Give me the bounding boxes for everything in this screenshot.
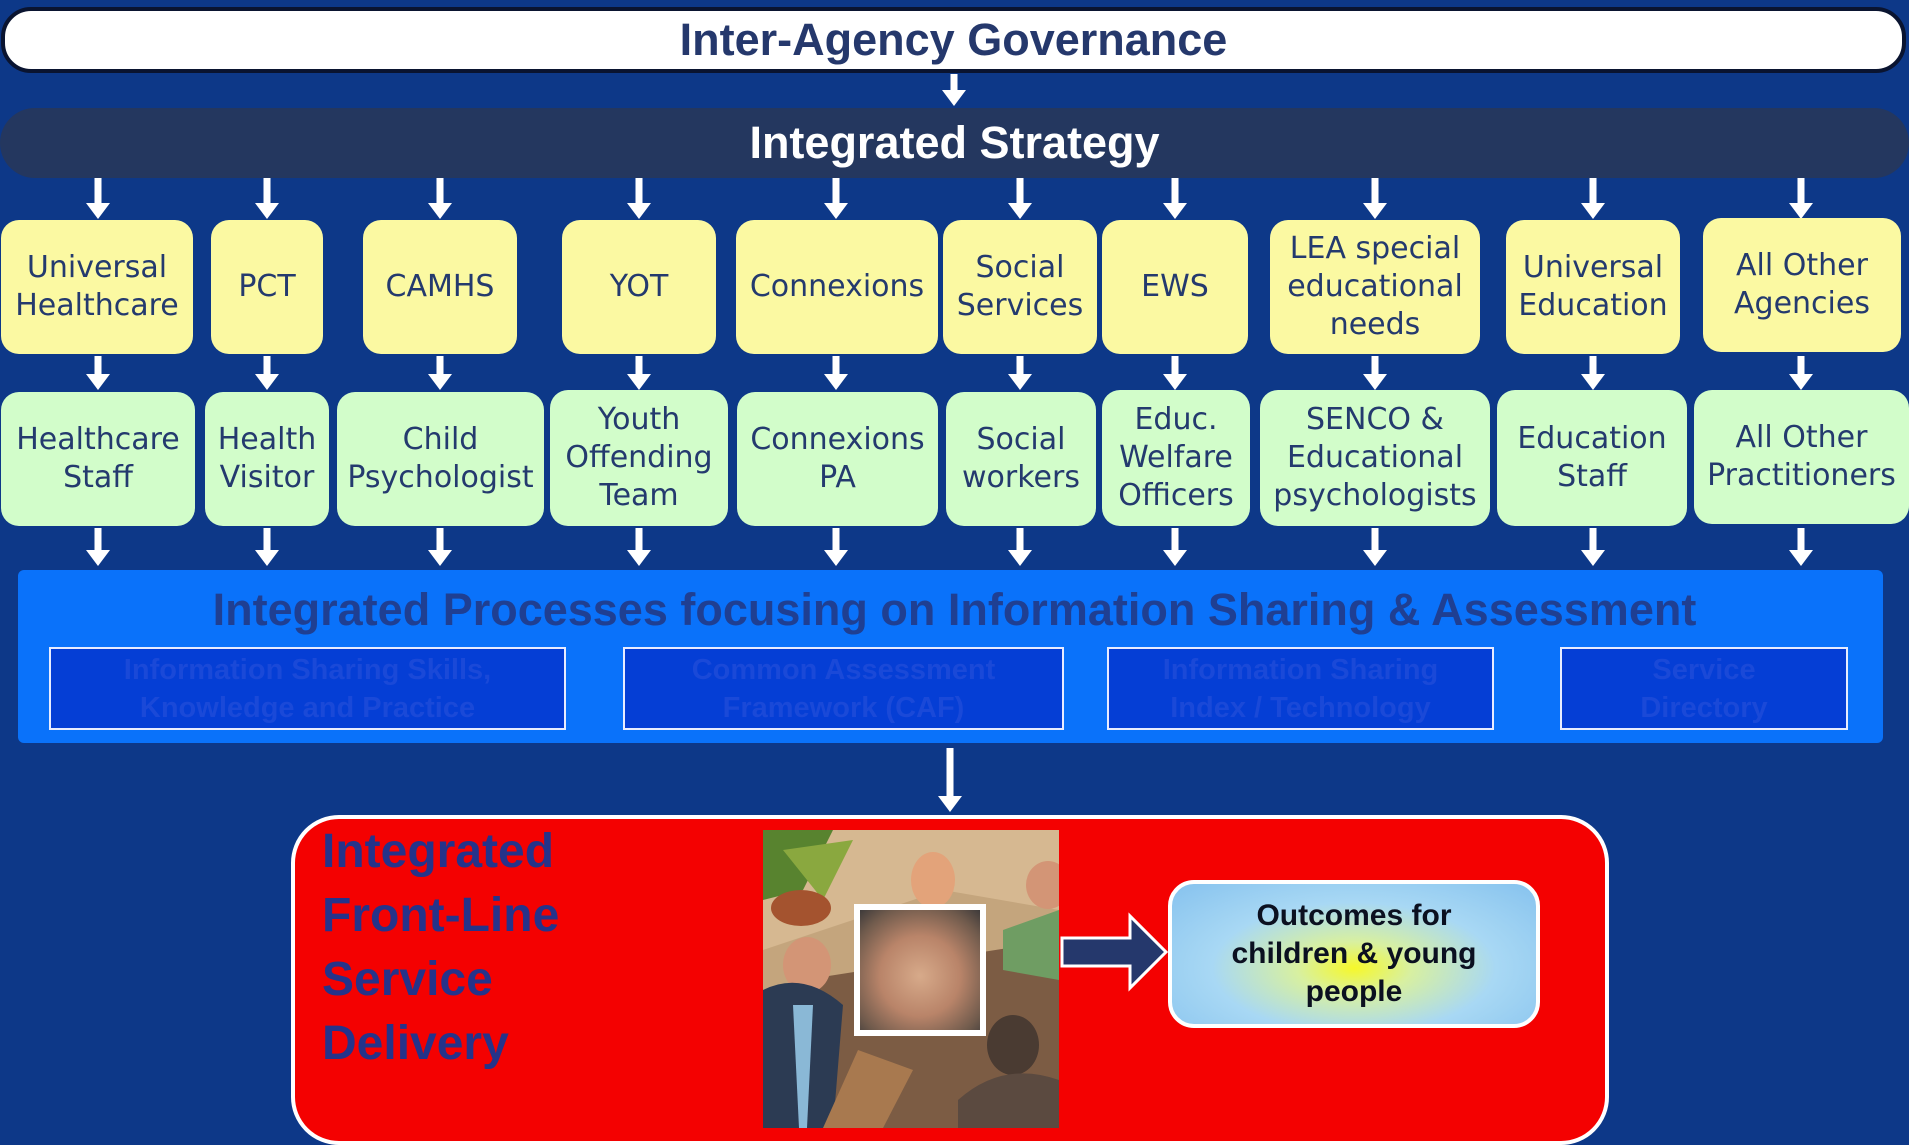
arrow-agency-to-practitioner-4-head bbox=[824, 374, 848, 390]
agency-label: Connexions bbox=[749, 269, 925, 304]
arrow-practitioner-to-processes-8-head bbox=[1581, 550, 1605, 566]
practitioner-box-social-workers: Social workers bbox=[946, 392, 1096, 526]
arrow-agency-to-practitioner-1-head bbox=[255, 374, 279, 390]
agency-label: All Other Agencies bbox=[1734, 248, 1870, 321]
agency-box-universal-education: Universal Education bbox=[1506, 220, 1680, 354]
governance-label: Inter-Agency Governance bbox=[679, 14, 1228, 65]
agency-box-ews: EWS bbox=[1102, 220, 1248, 354]
practitioner-label: Youth Offending Team bbox=[565, 402, 713, 513]
arrow-strategy-to-agency-2-head bbox=[428, 203, 452, 219]
agency-box-universal-healthcare: Universal Healthcare bbox=[1, 220, 193, 354]
process-label: Service Directory bbox=[1640, 653, 1768, 724]
practitioner-box-educ-welfare-officers: Educ. Welfare Officers bbox=[1102, 390, 1250, 526]
practitioner-box-connexions-pa: Connexions PA bbox=[737, 392, 938, 526]
practitioner-box-senco-educational-psychologists: SENCO & Educational psychologists bbox=[1260, 390, 1490, 526]
arrow-strategy-to-agency-0-head bbox=[86, 203, 110, 219]
arrow-agency-to-practitioner-5-head bbox=[1008, 374, 1032, 390]
practitioner-label: Child Psychologist bbox=[347, 422, 534, 495]
outcomes-box: Outcomes for children & young people bbox=[1168, 880, 1540, 1028]
process-box-information-sharing-skills: Information Sharing Skills, Knowledge an… bbox=[49, 647, 566, 730]
arrow-strategy-to-agency-1-head bbox=[255, 203, 279, 219]
practitioner-box-child-psychologist: Child Psychologist bbox=[337, 392, 544, 526]
arrow-practitioner-to-processes-9-head bbox=[1789, 550, 1813, 566]
practitioner-label: All Other Practitioners bbox=[1707, 420, 1896, 493]
arrow-agency-to-practitioner-9-head bbox=[1789, 374, 1813, 390]
practitioner-label: Educ. Welfare Officers bbox=[1118, 402, 1234, 513]
practitioner-box-healthcare-staff: Healthcare Staff bbox=[1, 392, 195, 526]
agency-box-camhs: CAMHS bbox=[363, 220, 517, 354]
arrow-governance-to-strategy-head bbox=[942, 90, 966, 106]
arrow-practitioner-to-processes-7-head bbox=[1363, 550, 1387, 566]
process-box-information-sharing-index: Information Sharing Index / Technology bbox=[1107, 647, 1494, 730]
agency-label: PCT bbox=[238, 269, 296, 304]
arrow-practitioner-to-processes-6-head bbox=[1163, 550, 1187, 566]
practitioner-label: Health Visitor bbox=[217, 422, 317, 495]
agency-box-social-services: Social Services bbox=[943, 220, 1097, 354]
agency-box-pct: PCT bbox=[211, 220, 323, 354]
arrow-practitioner-to-processes-3-head bbox=[627, 550, 651, 566]
arrow-processes-to-delivery-head bbox=[938, 796, 962, 812]
arrow-strategy-to-agency-3-head bbox=[627, 203, 651, 219]
child-photo bbox=[854, 904, 986, 1036]
practitioner-box-youth-offending-team: Youth Offending Team bbox=[550, 390, 728, 526]
practitioner-label: Healthcare Staff bbox=[16, 422, 180, 495]
outcomes-label: Outcomes for children & young people bbox=[1231, 899, 1477, 1008]
agency-label: EWS bbox=[1141, 269, 1209, 304]
arrow-practitioner-to-processes-0-head bbox=[86, 550, 110, 566]
practitioner-box-education-staff: Education Staff bbox=[1497, 390, 1687, 526]
processes-title: Integrated Processes focusing on Informa… bbox=[212, 584, 1697, 635]
agency-label: Social Services bbox=[956, 250, 1084, 323]
agency-box-lea-special-educational-needs: LEA special educational needs bbox=[1270, 220, 1480, 354]
process-box-service-directory: Service Directory bbox=[1560, 647, 1848, 730]
practitioner-label: Connexions PA bbox=[750, 422, 925, 495]
strategy-label: Integrated Strategy bbox=[749, 117, 1160, 168]
arrow-agency-to-practitioner-7-head bbox=[1363, 374, 1387, 390]
delivery-title: Integrated Front-Line Service Delivery bbox=[322, 825, 560, 1070]
practitioner-box-health-visitor: Health Visitor bbox=[205, 392, 329, 526]
arrow-strategy-to-agency-4-head bbox=[824, 203, 848, 219]
agency-box-yot: YOT bbox=[562, 220, 716, 354]
agency-label: YOT bbox=[609, 269, 669, 304]
arrow-strategy-to-agency-7-head bbox=[1363, 203, 1387, 219]
process-label: Information Sharing Index / Technology bbox=[1162, 653, 1439, 724]
arrow-agency-to-practitioner-8-head bbox=[1581, 374, 1605, 390]
arrow-strategy-to-agency-9-head bbox=[1789, 203, 1813, 219]
strategy-bar: Integrated Strategy bbox=[0, 108, 1909, 178]
agency-label: Universal Education bbox=[1518, 250, 1668, 323]
practitioner-label: Social workers bbox=[962, 422, 1080, 495]
arrow-agency-to-practitioner-6-head bbox=[1163, 374, 1187, 390]
arrow-strategy-to-agency-6-head bbox=[1163, 203, 1187, 219]
arrow-agency-to-practitioner-0-head bbox=[86, 374, 110, 390]
arrow-strategy-to-agency-8-head bbox=[1581, 203, 1605, 219]
outcome-arrow bbox=[1060, 912, 1169, 992]
arrow-practitioner-to-processes-5-head bbox=[1008, 550, 1032, 566]
agency-label: CAMHS bbox=[385, 269, 495, 304]
arrow-agency-to-practitioner-2-head bbox=[428, 374, 452, 390]
process-box-common-assessment-framework: Common Assessment Framework (CAF) bbox=[623, 647, 1064, 730]
arrow-practitioner-to-processes-4-head bbox=[824, 550, 848, 566]
agency-label: LEA special educational needs bbox=[1287, 231, 1463, 342]
practitioner-box-all-other-practitioners: All Other Practitioners bbox=[1694, 390, 1909, 524]
process-label: Information Sharing Skills, Knowledge an… bbox=[123, 653, 492, 724]
agency-box-all-other-agencies: All Other Agencies bbox=[1703, 218, 1901, 352]
arrow-practitioner-to-processes-2-head bbox=[428, 550, 452, 566]
governance-box: Inter-Agency Governance bbox=[1, 7, 1906, 73]
arrow-agency-to-practitioner-3-head bbox=[627, 374, 651, 390]
arrow-strategy-to-agency-5-head bbox=[1008, 203, 1032, 219]
practitioner-label: Education Staff bbox=[1517, 421, 1667, 494]
agency-label: Universal Healthcare bbox=[15, 250, 179, 323]
process-label: Common Assessment Framework (CAF) bbox=[691, 653, 996, 724]
agency-box-connexions: Connexions bbox=[736, 220, 938, 354]
arrow-practitioner-to-processes-1-head bbox=[255, 550, 279, 566]
practitioner-label: SENCO & Educational psychologists bbox=[1273, 402, 1477, 513]
